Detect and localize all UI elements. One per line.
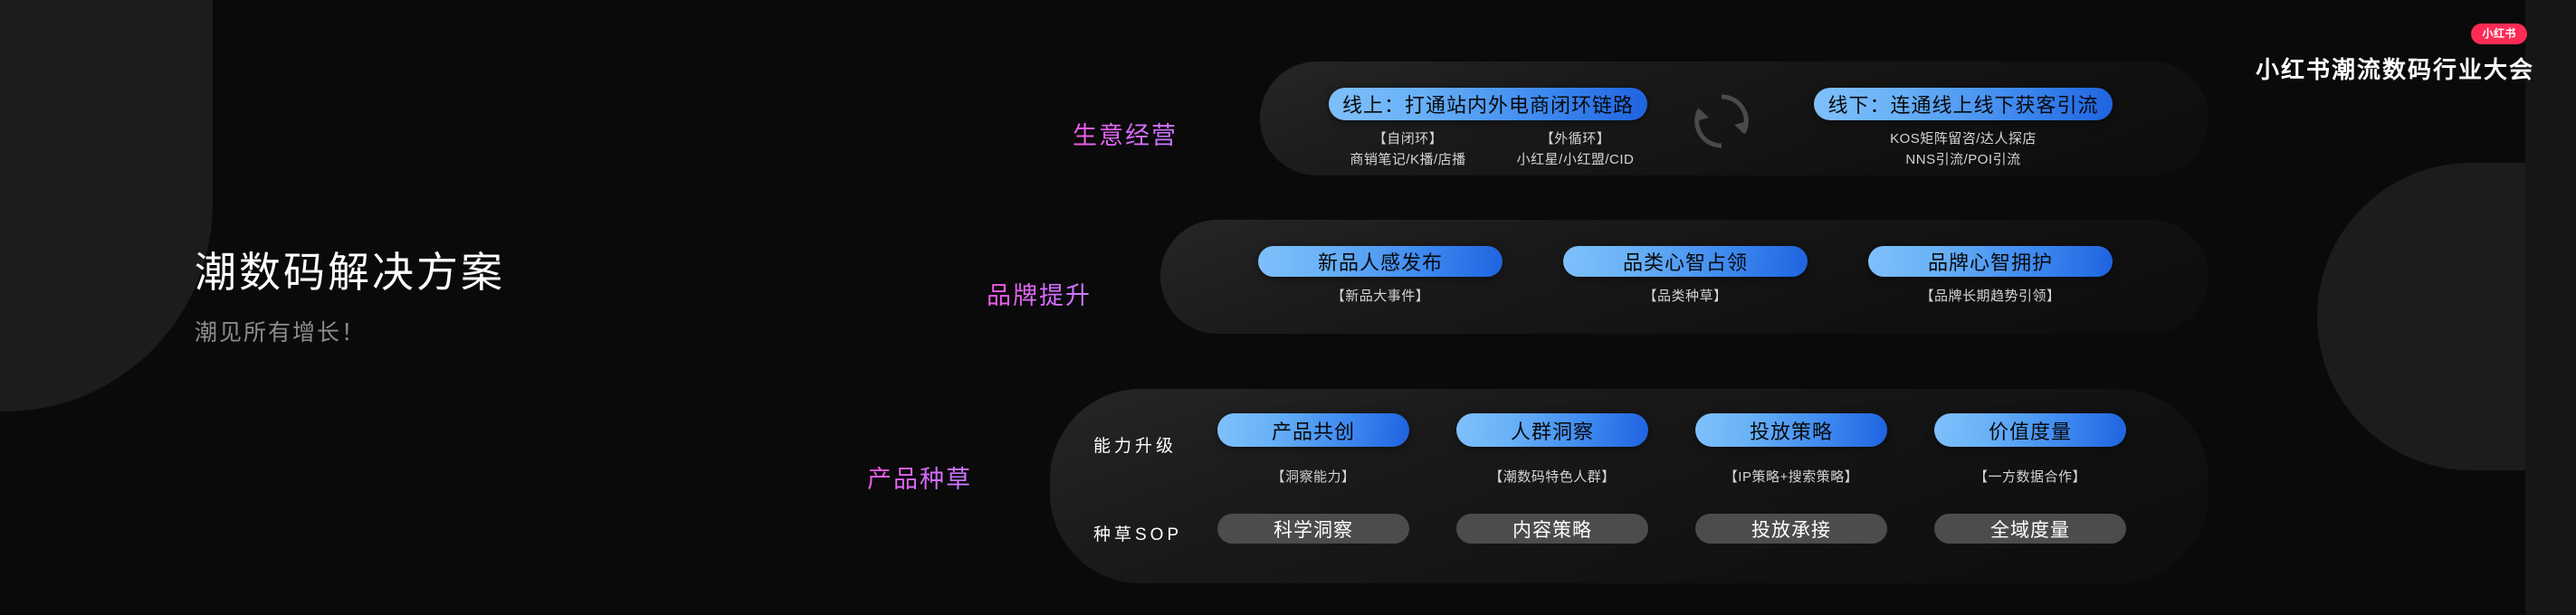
pill-business-online[interactable]: 线上：打通站内外电商闭环链路 xyxy=(1329,88,1647,120)
caption-brand-category-mindshare: 【品类种草】 xyxy=(1643,289,1728,304)
row-label-seeding-sop: 种草SOP xyxy=(1093,525,1183,544)
caption-business-self-loop: 【自闭环】商销笔记/K播/店播 xyxy=(1350,131,1466,167)
pill-brand-category-mindshare[interactable]: 品类心智占领 xyxy=(1563,246,1808,277)
caption-brand-new-product-launch: 【新品大事件】 xyxy=(1331,289,1430,304)
category-label-brand: 品牌提升 xyxy=(987,276,1092,311)
conference-title: 小红书潮流数码行业大会 xyxy=(2255,56,2534,83)
page-title: 潮数码解决方案 xyxy=(195,249,505,296)
pill-brand-new-product-launch[interactable]: 新品人感发布 xyxy=(1258,246,1503,277)
caption-seeding-ad-strategy: 【IP策略+搜索策略】 xyxy=(1723,469,1859,485)
pill-sop-content-strategy[interactable]: 内容策略 xyxy=(1456,514,1648,544)
category-label-seeding: 产品种草 xyxy=(867,459,972,495)
panel-brand xyxy=(1160,220,2209,334)
caption-business-outer-loop: 【外循环】小红星/小红盟/CID xyxy=(1516,131,1635,167)
pill-seeding-product-cocreation[interactable]: 产品共创 xyxy=(1217,413,1409,447)
header: 小红书 小红书潮流数码行业大会 xyxy=(2256,24,2534,85)
caption-seeding-audience-insight: 【潮数码特色人群】 xyxy=(1489,469,1616,485)
pill-brand-brand-advocacy[interactable]: 品牌心智拥护 xyxy=(1868,246,2113,277)
caption-seeding-product-cocreation: 【洞察能力】 xyxy=(1271,469,1356,485)
title-block: 潮数码解决方案 潮见所有增长！ xyxy=(195,249,505,347)
pill-seeding-ad-strategy[interactable]: 投放策略 xyxy=(1695,413,1887,447)
pill-sop-scientific-insight[interactable]: 科学洞察 xyxy=(1217,514,1409,544)
pill-business-offline[interactable]: 线下：连通线上线下获客引流 xyxy=(1814,88,2113,120)
category-label-business: 生意经营 xyxy=(1073,116,1178,151)
caption-brand-brand-advocacy: 【品牌长期趋势引领】 xyxy=(1920,289,2061,304)
caption-seeding-value-measurement: 【一方数据合作】 xyxy=(1973,469,2086,485)
row-label-capability-upgrade: 能力升级 xyxy=(1093,437,1178,456)
deco-shape-top-left xyxy=(0,0,213,412)
pill-seeding-audience-insight[interactable]: 人群洞察 xyxy=(1456,413,1648,447)
pill-seeding-value-measurement[interactable]: 价值度量 xyxy=(1934,413,2126,447)
deco-shape-right-pill xyxy=(2317,163,2576,470)
cycle-arrows-icon xyxy=(1689,89,1754,158)
deco-shape-right-strip xyxy=(2525,0,2576,615)
pill-sop-omni-measurement[interactable]: 全域度量 xyxy=(1934,514,2126,544)
pill-sop-ad-delivery[interactable]: 投放承接 xyxy=(1695,514,1887,544)
xiaohongshu-logo-badge: 小红书 xyxy=(2471,24,2527,44)
page-subtitle: 潮见所有增长！ xyxy=(195,319,367,345)
